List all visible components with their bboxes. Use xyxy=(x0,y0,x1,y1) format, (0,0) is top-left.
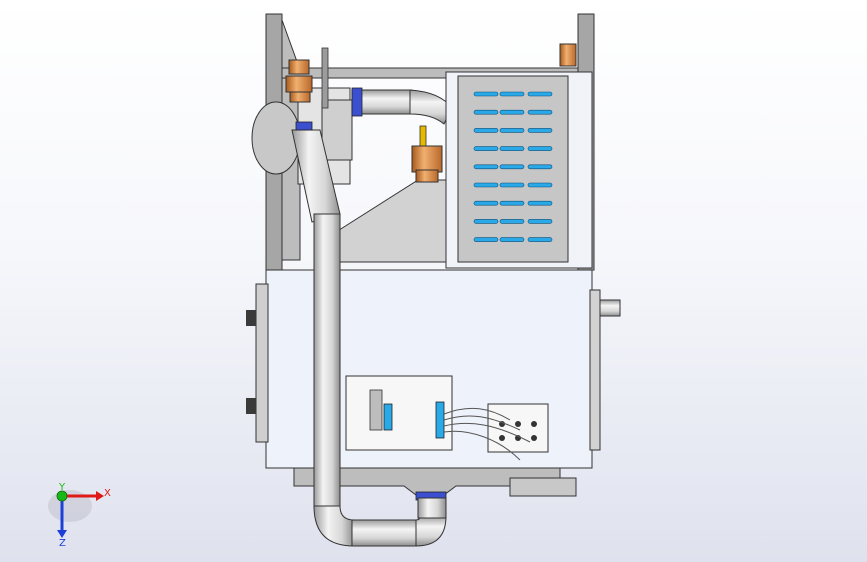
vent-slot xyxy=(527,164,553,170)
z-axis-label: Z xyxy=(59,538,66,549)
return-pipe xyxy=(291,121,447,547)
vent-slot xyxy=(499,182,525,188)
vent-slot xyxy=(499,200,525,206)
brass-valve-center xyxy=(411,125,443,183)
brass-fitting-top-right xyxy=(559,43,577,67)
brass-fitting-top-left xyxy=(285,47,329,109)
upper-elbow-pipe xyxy=(351,87,453,125)
vent-slot xyxy=(473,128,499,133)
vent-slot xyxy=(527,200,553,206)
vent-slot xyxy=(473,200,499,206)
vent-slot xyxy=(527,219,553,224)
inner-hopper-plate xyxy=(335,179,449,263)
vent-slot xyxy=(499,109,525,115)
vent-slot xyxy=(499,237,525,242)
vent-slot xyxy=(499,164,525,170)
coordinate-triad: X Y Z xyxy=(48,482,111,549)
y-axis-label: Y xyxy=(58,482,66,493)
vent-slot xyxy=(527,146,553,151)
vent-slot xyxy=(527,182,553,188)
vent-panel xyxy=(445,71,593,269)
vent-slot xyxy=(473,109,499,115)
vent-slot xyxy=(499,146,525,151)
vent-slot xyxy=(499,128,525,133)
vent-slot xyxy=(473,182,499,188)
vent-slot-grid xyxy=(473,91,553,242)
vent-slot xyxy=(473,219,499,224)
vent-slot xyxy=(527,128,553,133)
vent-slot xyxy=(473,146,499,151)
vent-slot xyxy=(527,237,553,242)
vent-slot xyxy=(527,109,553,115)
x-axis-label: X xyxy=(104,488,111,499)
cabinet-left-door xyxy=(246,283,269,443)
vent-slot xyxy=(527,91,553,97)
vent-slot xyxy=(473,164,499,170)
vent-slot xyxy=(499,91,525,97)
vent-slot xyxy=(473,237,499,242)
control-panel xyxy=(345,375,549,461)
vent-slot xyxy=(499,219,525,224)
vent-slot xyxy=(473,91,499,97)
cabinet-right-side xyxy=(589,289,621,451)
